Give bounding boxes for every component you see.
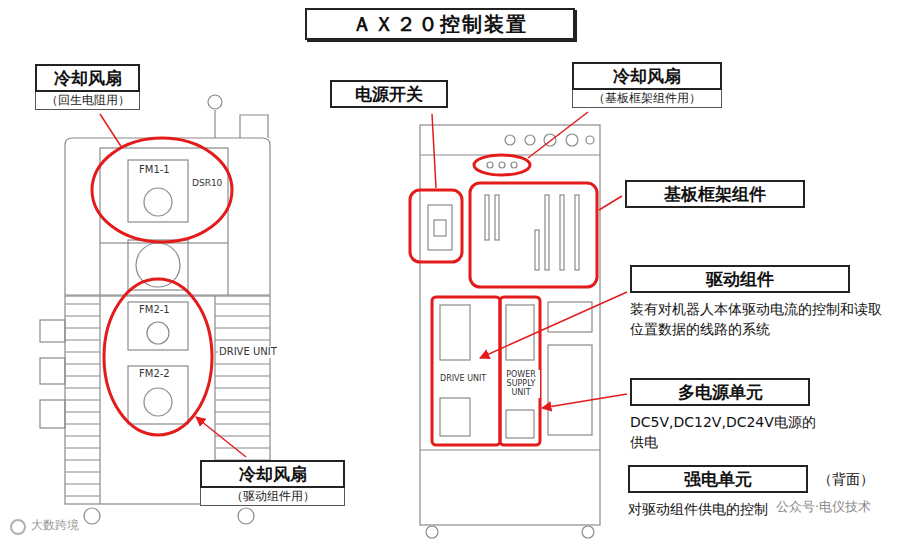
leader-line (100, 114, 122, 148)
callout-note: （回生电阻用） (35, 92, 140, 110)
connector (40, 358, 65, 384)
eye-bolt (214, 110, 215, 138)
callout-box: 驱动组件装有对机器人本体驱动电流的控制和读取位置数据的线路的系统 (630, 265, 892, 340)
drive-component (440, 305, 470, 360)
connector (566, 134, 578, 146)
watermark: 大数跨境 (30, 519, 80, 533)
fan-vent (511, 162, 517, 168)
fan-symbol (144, 388, 172, 416)
part-label: DRIVE UNIT (439, 374, 487, 383)
board-slot (560, 195, 564, 270)
highlight-ellipse (92, 138, 232, 242)
fan-vent (487, 162, 493, 168)
callout-box: 基板框架组件 (625, 180, 805, 208)
callout-box: 多电源单元 DC5V,DC12V,DC24V电源的供电 (630, 378, 820, 453)
switch-body (428, 205, 452, 250)
handle (240, 115, 268, 138)
leader-line (480, 292, 627, 358)
part-label: DRIVE UNIT (218, 346, 278, 358)
fan-frame (128, 160, 188, 222)
power-component (506, 410, 534, 438)
connector (525, 135, 535, 145)
panel-component (548, 345, 592, 435)
board-slot (575, 195, 579, 270)
board-slot (545, 195, 549, 270)
board-slot (495, 195, 499, 240)
callout-heading: 基板框架组件 (625, 180, 805, 208)
fan-label: FM2-1 (138, 304, 171, 316)
drive-component (440, 398, 470, 436)
leader-line (196, 417, 246, 457)
callout-heading: 驱动组件 (630, 265, 850, 293)
leader-line (432, 114, 436, 188)
callout-heading: 冷却风扇 (35, 64, 140, 92)
connector (586, 136, 594, 144)
fan-symbol (147, 322, 169, 344)
fan-vent (499, 162, 505, 168)
eye-bolt (208, 95, 222, 109)
highlight-marks (92, 138, 597, 445)
fan-label: FM2-2 (138, 368, 171, 380)
part-label: POWER SUPPLY UNIT (502, 370, 540, 398)
description-text: 对驱动组件供电的控制 (628, 499, 798, 519)
description-text: 装有对机器人本体驱动电流的控制和读取位置数据的线路的系统 (630, 299, 892, 340)
callout-note: （背面） (818, 470, 874, 488)
diagram-title: ＡＸ２０控制装置 (352, 12, 528, 36)
callout-note: （基板框架组件用） (572, 90, 722, 108)
fan-frame (128, 366, 188, 424)
leader-line (542, 394, 627, 408)
right-cabinet (420, 125, 600, 538)
vent-frame (128, 240, 188, 290)
connector (505, 135, 515, 145)
panel-edge (100, 243, 228, 295)
wheel (582, 526, 594, 538)
highlight-rect (500, 297, 540, 445)
title-box: ＡＸ２０控制装置 (305, 8, 575, 40)
fan-label: FM1-1 (138, 164, 171, 176)
connector (40, 400, 65, 428)
watermark-icon (11, 520, 25, 534)
fan-symbol (144, 188, 172, 216)
highlight-ellipse (474, 155, 530, 175)
callout-heading: 强电单元 (628, 465, 808, 493)
cabinet-outline (420, 125, 600, 525)
highlight-ellipse (104, 279, 212, 435)
fan-frame (128, 302, 188, 350)
leader-line (528, 112, 588, 158)
callout-heading: 电源开关 (330, 80, 448, 108)
callout-box: 冷却风扇（基板框架组件用） (572, 62, 722, 108)
part-label: DSR10 (191, 178, 223, 188)
watermark: 公众号·电仪技术 (775, 500, 872, 515)
heatsink-divider (100, 296, 215, 504)
callout-note: （驱动组件用） (200, 488, 345, 506)
wheel (84, 508, 100, 524)
watermark-icon (11, 520, 25, 534)
base-line (420, 449, 600, 450)
callout-box: 冷却风扇（驱动组件用） (200, 460, 345, 506)
callout-heading: 冷却风扇 (572, 62, 722, 90)
callout-heading: 多电源单元 (630, 378, 810, 406)
wheel (426, 526, 438, 538)
power-component (506, 305, 534, 360)
wheel (238, 508, 254, 524)
connector (40, 320, 65, 342)
board-slot (485, 195, 489, 240)
cabinet-outline (65, 138, 270, 295)
highlight-rect (470, 183, 597, 287)
callout-heading: 冷却风扇 (200, 460, 345, 488)
callout-box: 电源开关 (330, 80, 448, 108)
leader-lines (100, 112, 627, 457)
callout-box: 冷却风扇（回生电阻用） (35, 64, 140, 110)
highlight-rect (432, 297, 500, 445)
board-slot (535, 230, 539, 270)
leader-line (599, 196, 622, 210)
switch-lever (434, 220, 446, 236)
description-text: DC5V,DC12V,DC24V电源的供电 (630, 412, 820, 453)
highlight-rect (410, 190, 462, 262)
